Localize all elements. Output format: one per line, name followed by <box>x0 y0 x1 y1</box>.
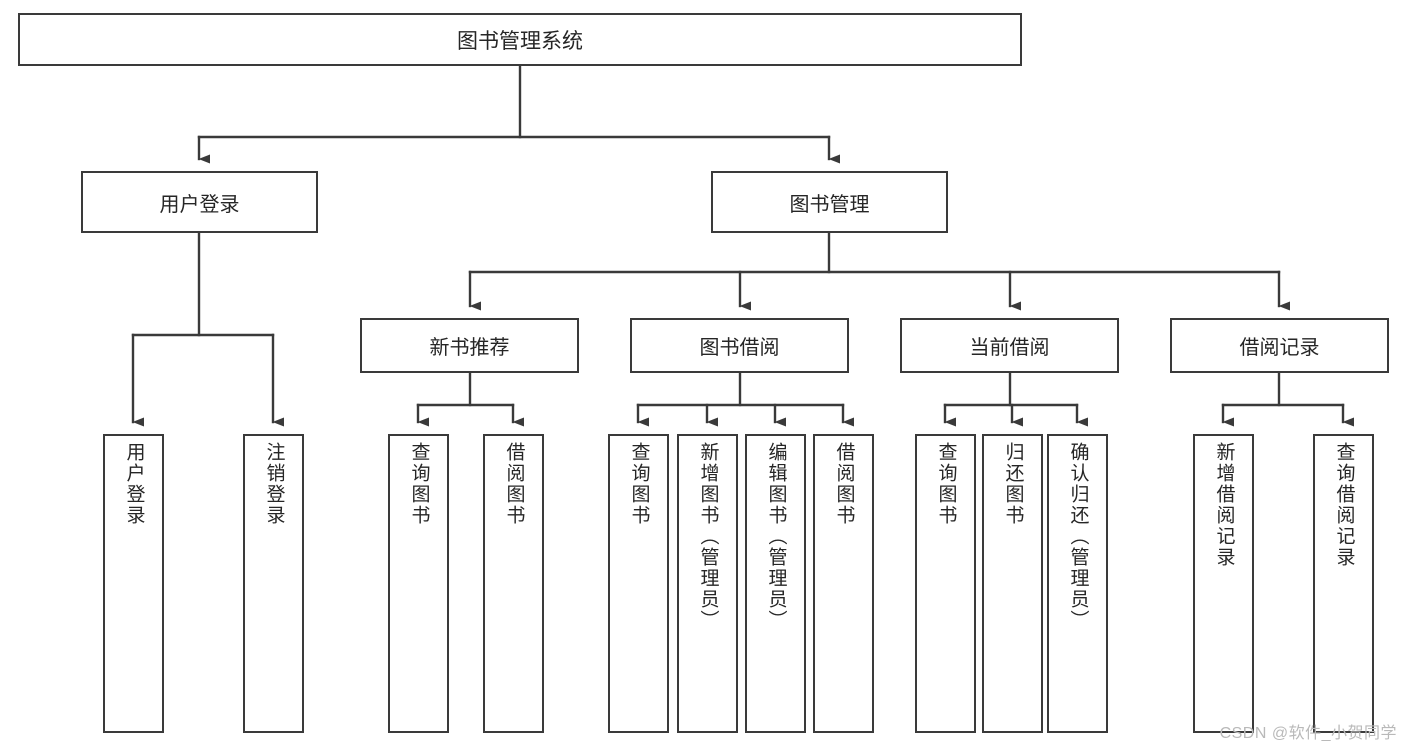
node-borrow-record[interactable]: 借阅记录 <box>1170 318 1389 373</box>
node-root[interactable]: 图书管理系统 <box>18 13 1022 66</box>
node-leaf-rec-borrow-book-label: 借阅图书 <box>503 442 525 526</box>
node-leaf-cur-query-book-label: 查询图书 <box>935 442 957 526</box>
node-user-login-label: 用户登录 <box>159 193 240 216</box>
node-current-borrow-label: 当前借阅 <box>969 337 1050 359</box>
node-current-borrow[interactable]: 当前借阅 <box>900 318 1119 373</box>
node-book-manage-label: 图书管理 <box>789 193 870 216</box>
node-leaf-rec-query-record[interactable]: 查询借阅记录 <box>1313 434 1374 733</box>
node-leaf-borrow-borrow-book[interactable]: 借阅图书 <box>813 434 874 733</box>
node-user-login[interactable]: 用户登录 <box>81 171 318 233</box>
node-leaf-cur-confirm-return[interactable]: 确认归还（管理员） <box>1047 434 1108 733</box>
node-leaf-rec-query-record-label: 查询借阅记录 <box>1333 442 1355 568</box>
node-leaf-user-logout[interactable]: 注销登录 <box>243 434 304 733</box>
node-leaf-user-login[interactable]: 用户登录 <box>103 434 164 733</box>
node-leaf-user-logout-label: 注销登录 <box>263 442 285 526</box>
node-book-manage[interactable]: 图书管理 <box>711 171 948 233</box>
node-leaf-rec-borrow-book[interactable]: 借阅图书 <box>483 434 544 733</box>
node-book-borrow[interactable]: 图书借阅 <box>630 318 849 373</box>
node-leaf-cur-query-book[interactable]: 查询图书 <box>915 434 976 733</box>
node-leaf-rec-query-book-label: 查询图书 <box>408 442 430 526</box>
node-leaf-borrow-add-book[interactable]: 新增图书（管理员） <box>677 434 738 733</box>
node-leaf-rec-add-record-label: 新增借阅记录 <box>1213 442 1235 568</box>
node-leaf-borrow-query-book-label: 查询图书 <box>628 442 650 526</box>
node-leaf-cur-return-book[interactable]: 归还图书 <box>982 434 1043 733</box>
node-leaf-borrow-edit-book[interactable]: 编辑图书（管理员） <box>745 434 806 733</box>
node-leaf-borrow-borrow-book-label: 借阅图书 <box>833 442 855 526</box>
node-leaf-borrow-edit-book-label: 编辑图书（管理员） <box>765 442 787 631</box>
node-leaf-rec-query-book[interactable]: 查询图书 <box>388 434 449 733</box>
node-book-borrow-label: 图书借阅 <box>699 337 780 359</box>
node-leaf-cur-return-book-label: 归还图书 <box>1002 442 1024 526</box>
node-leaf-borrow-query-book[interactable]: 查询图书 <box>608 434 669 733</box>
node-new-book-recommend-label: 新书推荐 <box>429 337 510 359</box>
node-new-book-recommend[interactable]: 新书推荐 <box>360 318 579 373</box>
node-root-label: 图书管理系统 <box>457 29 583 53</box>
node-leaf-cur-confirm-return-label: 确认归还（管理员） <box>1067 442 1089 631</box>
node-leaf-rec-add-record[interactable]: 新增借阅记录 <box>1193 434 1254 733</box>
node-leaf-borrow-add-book-label: 新增图书（管理员） <box>697 442 719 631</box>
watermark: CSDN @软件_小贺同学 <box>1219 725 1397 742</box>
node-borrow-record-label: 借阅记录 <box>1239 337 1320 359</box>
node-leaf-user-login-label: 用户登录 <box>123 442 145 526</box>
